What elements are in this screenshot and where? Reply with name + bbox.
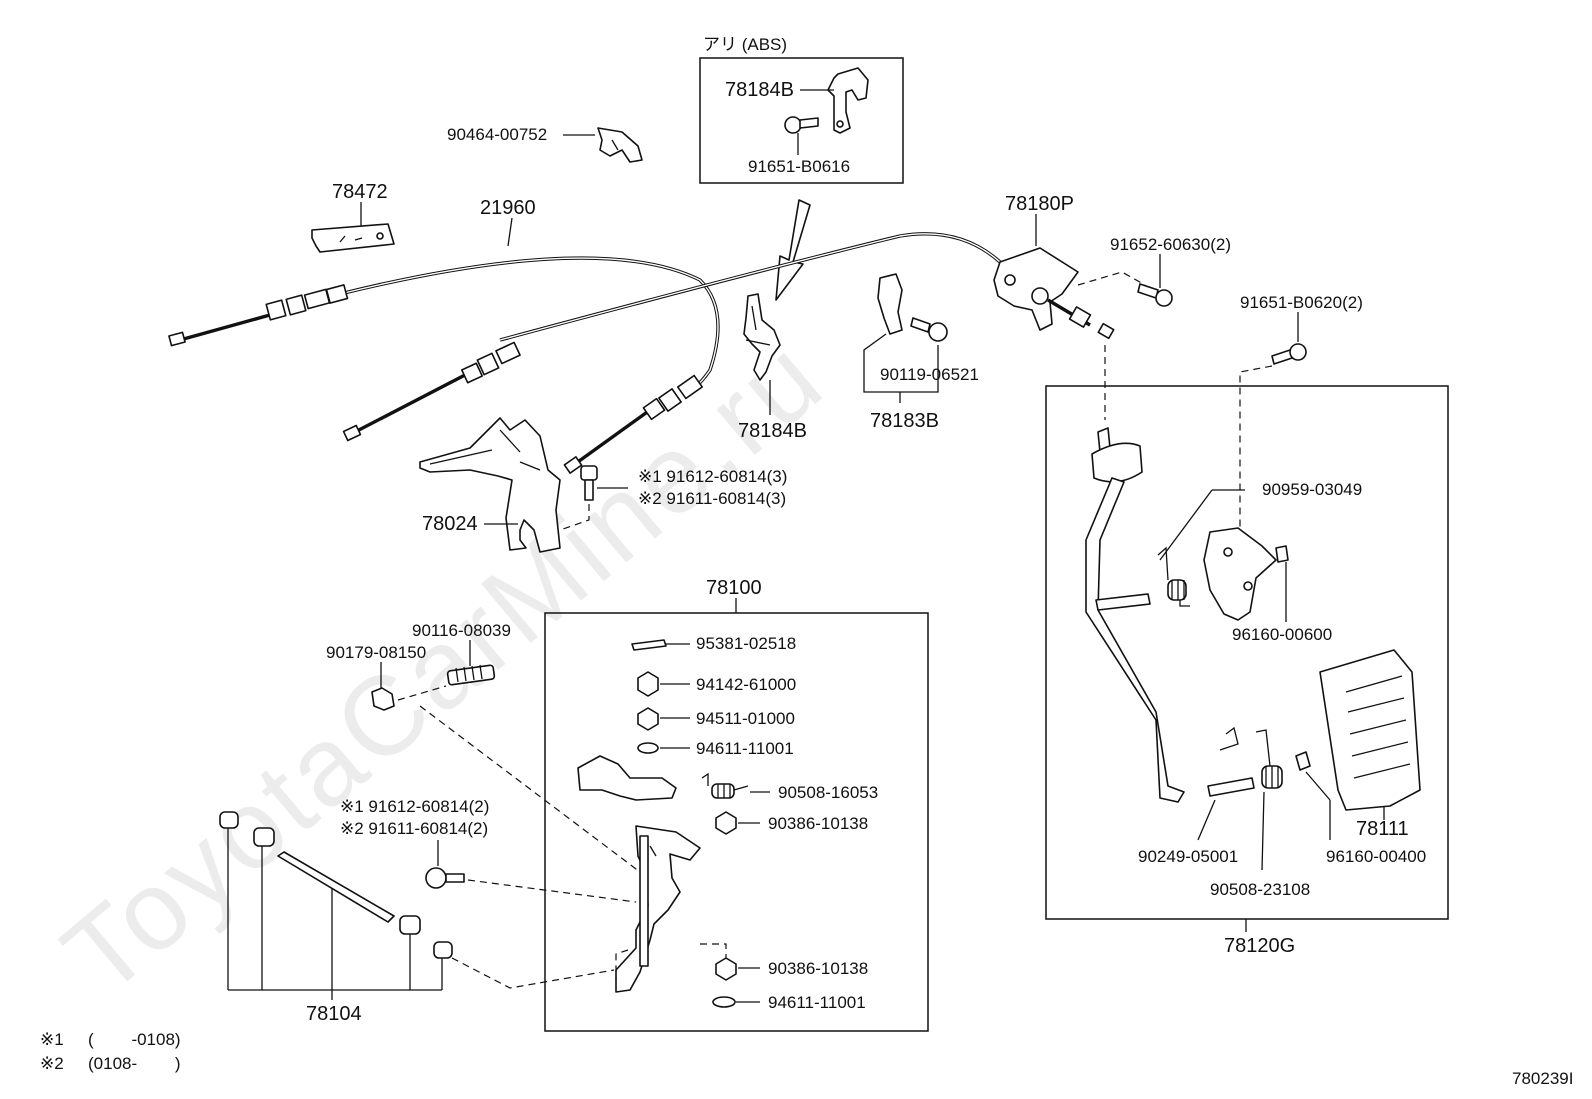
nut-90386-10138-b-part bbox=[715, 957, 737, 981]
bracket-78184B-inset-part bbox=[827, 67, 869, 134]
label-94511-01000: 94511-01000 bbox=[696, 709, 795, 728]
label-90386-10138-b: 90386-10138 bbox=[768, 959, 868, 978]
bolt-91612-60814-part bbox=[580, 465, 598, 501]
cable-21960-part bbox=[168, 232, 1002, 474]
label-91612-60814-3: ※1 91612-60814(3) bbox=[638, 467, 787, 486]
label-78183B: 78183B bbox=[870, 410, 939, 432]
pin-90249-05001-part bbox=[1207, 777, 1255, 797]
label-21960: 21960 bbox=[480, 197, 536, 219]
label-91652-60630: 91652-60630(2) bbox=[1110, 235, 1231, 254]
parts-box-78100 bbox=[544, 612, 929, 1032]
bracket-78184B-part bbox=[743, 293, 781, 381]
label-78472: 78472 bbox=[332, 181, 388, 203]
label-78111: 78111 bbox=[1356, 818, 1409, 840]
bolt-91651-B0620-part bbox=[1271, 343, 1307, 365]
stud-90116-08039-part bbox=[446, 664, 496, 686]
bracket-78024-part bbox=[419, 417, 561, 553]
nut-94142-61000-part bbox=[637, 671, 659, 697]
label-95381-02518: 95381-02518 bbox=[696, 634, 796, 653]
label-78104: 78104 bbox=[306, 1003, 362, 1025]
washer-94611-11001-b-part bbox=[712, 996, 736, 1008]
label-90386-10138-a: 90386-10138 bbox=[768, 814, 868, 833]
spring-90508-16053-part bbox=[701, 772, 749, 799]
footnote-1-text: ( -0108) bbox=[88, 1030, 181, 1049]
label-94142-61000: 94142-61000 bbox=[696, 675, 796, 694]
abs-inset-box bbox=[699, 57, 904, 184]
pedal-arm-part bbox=[1085, 427, 1185, 803]
label-96160-00400: 96160-00400 bbox=[1326, 847, 1426, 866]
spring-90959-03049-part bbox=[1157, 546, 1190, 607]
diagram-id: 780239I bbox=[1512, 1069, 1573, 1088]
bracket-78180P-part bbox=[993, 247, 1115, 340]
label-91611-60814-3: ※2 91611-60814(3) bbox=[638, 489, 786, 508]
throttle-link-part bbox=[615, 825, 701, 993]
label-96160-00600: 96160-00600 bbox=[1232, 625, 1332, 644]
bolt-90119-06521-part bbox=[910, 317, 948, 342]
clip-96160-00600-part bbox=[1275, 545, 1289, 563]
bolt-91612-60814-2-part bbox=[425, 867, 465, 889]
clip-90464-00752-part bbox=[597, 127, 643, 163]
label-78184B: 78184B bbox=[738, 420, 807, 442]
label-90249-05001: 90249-05001 bbox=[1138, 847, 1238, 866]
washer-94611-11001-a-part bbox=[637, 742, 659, 754]
label-78184B-inset: 78184B bbox=[725, 79, 794, 101]
bolt-91651-B0616-part bbox=[784, 116, 819, 134]
label-91612-60814-2: ※1 91612-60814(2) bbox=[340, 797, 489, 816]
footnote-2-mark: ※2 bbox=[40, 1054, 64, 1073]
label-90959-03049: 90959-03049 bbox=[1262, 480, 1362, 499]
label-94611-11001-a: 94611-11001 bbox=[696, 739, 794, 758]
pin-95381-02518-part bbox=[631, 639, 667, 651]
label-94611-11001-b: 94611-11001 bbox=[768, 993, 866, 1012]
label-91651-B0620: 91651-B0620(2) bbox=[1240, 293, 1363, 312]
rod-78104-part bbox=[219, 811, 453, 959]
inset-pointer-arrow bbox=[775, 199, 811, 301]
bracket-78183B-part bbox=[877, 273, 903, 335]
label-90179-08150: 90179-08150 bbox=[326, 643, 426, 662]
pedal-bracket-part bbox=[1203, 527, 1277, 621]
label-91611-60814-2: ※2 91611-60814(2) bbox=[340, 819, 488, 838]
bolt-91652-60630-part bbox=[1137, 283, 1173, 307]
nut-94511-01000-part bbox=[637, 707, 659, 731]
nut-90179-08150-part bbox=[371, 687, 395, 711]
pedal-assembly-box-78120G bbox=[1045, 385, 1449, 920]
label-90508-23108: 90508-23108 bbox=[1210, 880, 1310, 899]
label-78180P: 78180P bbox=[1005, 193, 1074, 215]
label-78100: 78100 bbox=[706, 577, 762, 599]
bracket-78472-part bbox=[311, 223, 395, 253]
lever-part bbox=[577, 755, 677, 801]
label-90116-08039: 90116-08039 bbox=[412, 621, 511, 640]
label-90464-00752: 90464-00752 bbox=[447, 125, 547, 144]
label-91651-B0616: 91651-B0616 bbox=[748, 157, 850, 176]
label-90119-06521: 90119-06521 bbox=[880, 365, 979, 384]
spring-90508-23108-part bbox=[1219, 726, 1283, 789]
footnote-1-mark: ※1 bbox=[40, 1030, 64, 1049]
clip-96160-00400-part bbox=[1295, 751, 1311, 771]
abs-note: アリ (ABS) bbox=[703, 35, 787, 54]
label-90508-16053: 90508-16053 bbox=[778, 783, 878, 802]
nut-90386-10138-a-part bbox=[715, 811, 737, 835]
footnote-2-text: (0108- ) bbox=[88, 1054, 181, 1073]
label-78120G: 78120G bbox=[1224, 935, 1295, 957]
label-78024: 78024 bbox=[422, 513, 478, 535]
pedal-pad-78111-part bbox=[1319, 649, 1421, 811]
watermark: ToyotaCarMine.ru bbox=[40, 313, 846, 1018]
